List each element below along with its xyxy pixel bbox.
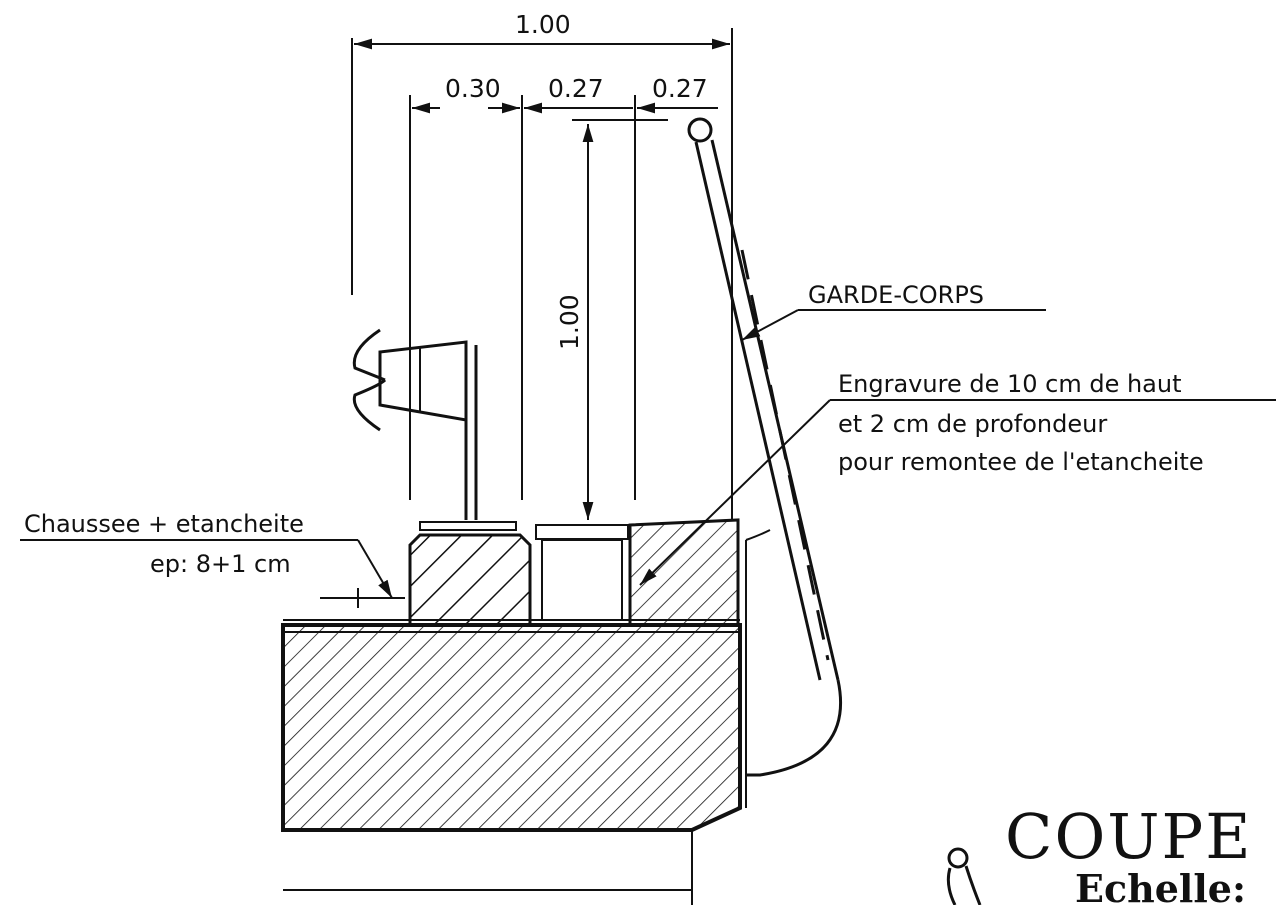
roadway-label-line-2: ep: 8+1 cm xyxy=(150,550,291,578)
leader-lines xyxy=(20,309,1276,599)
groove-label-line-1: Engravure de 10 cm de haut xyxy=(838,370,1182,398)
dimension-lines xyxy=(351,28,733,520)
railing xyxy=(687,117,843,777)
lamp-post xyxy=(352,328,478,520)
groove-label-line-2: et 2 cm de profondeur xyxy=(838,410,1107,438)
curb-blocks xyxy=(320,518,740,627)
railing-height-dimension: 1.00 xyxy=(555,294,584,350)
segment-3-dimension: 0.27 xyxy=(652,74,708,103)
segment-2-dimension: 0.27 xyxy=(548,74,604,103)
groove-label-line-3: pour remontee de l'etancheite xyxy=(838,448,1204,476)
scale-label: Echelle: xyxy=(1075,866,1246,905)
segment-1-dimension: 0.30 xyxy=(445,74,501,103)
title-block xyxy=(946,847,982,905)
section-title: COUPE xyxy=(1005,800,1253,873)
overall-width-dimension: 1.00 xyxy=(515,10,571,39)
railing-label: GARDE-CORPS xyxy=(808,281,984,309)
roadway-label-line-1: Chaussee + etancheite xyxy=(24,510,304,538)
